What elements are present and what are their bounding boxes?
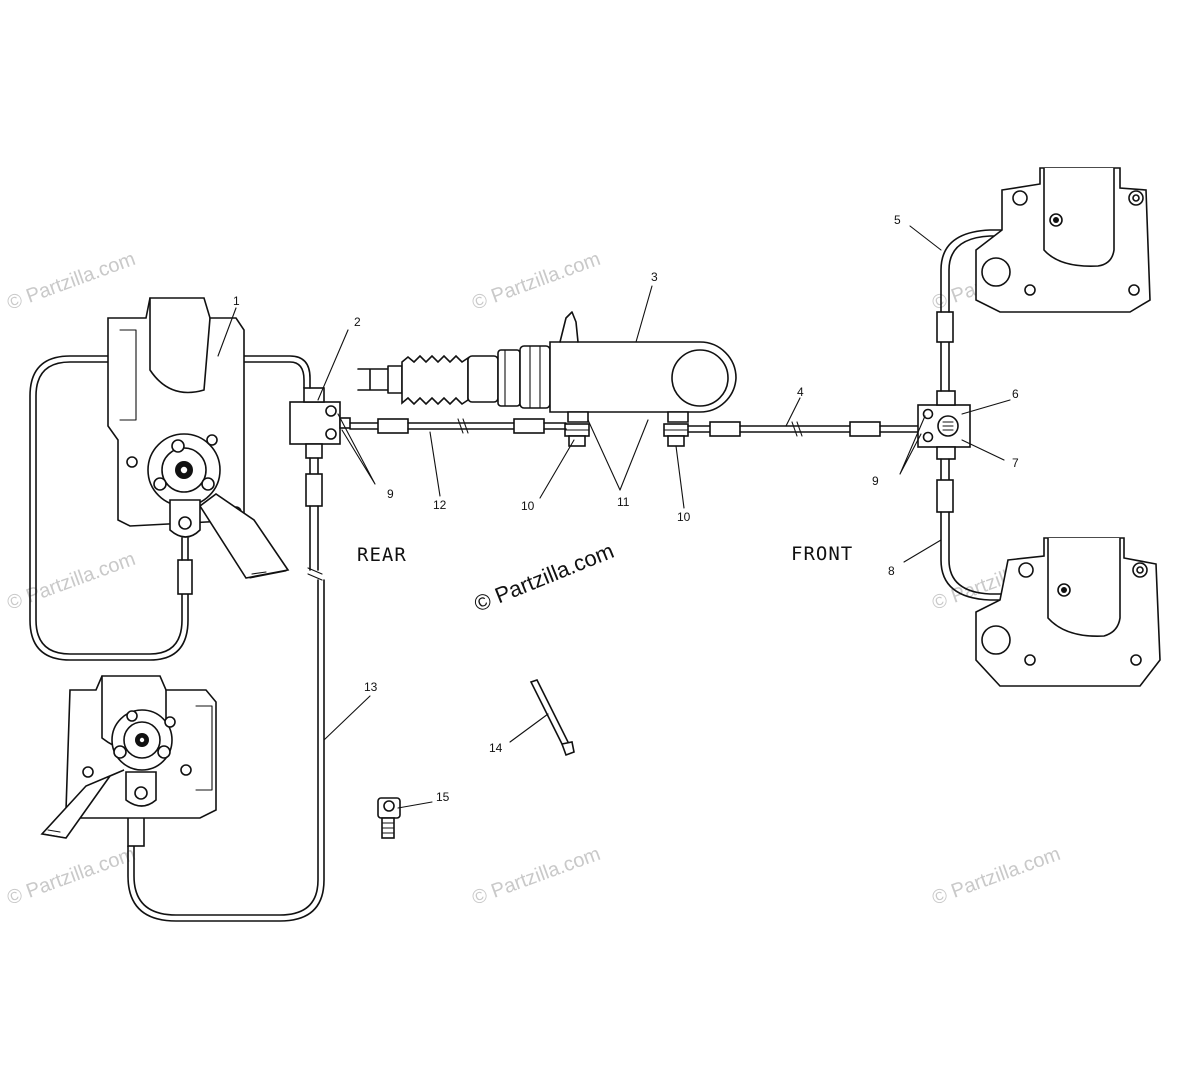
rear-tee-block xyxy=(289,387,351,459)
callout-12: 12 xyxy=(433,498,447,512)
cotter-pin-14 xyxy=(529,679,575,757)
rear-caliper-lower xyxy=(40,675,217,839)
callout-14: 14 xyxy=(489,741,503,755)
watermark-4: © Partzilla.com xyxy=(4,548,138,615)
bleeder-screw-15 xyxy=(377,797,401,839)
callout-9-front: 9 xyxy=(872,474,879,488)
callout-8: 8 xyxy=(888,564,895,578)
callout-4: 4 xyxy=(797,385,804,399)
callout-13: 13 xyxy=(364,680,378,694)
callout-10-left: 10 xyxy=(521,499,535,513)
callout-3: 3 xyxy=(651,270,658,284)
callout-10-right: 10 xyxy=(677,510,691,524)
watermark-center: © Partzilla.com xyxy=(471,538,618,617)
front-caliper-upper xyxy=(975,167,1151,313)
rear-label: REAR xyxy=(357,544,407,566)
watermark-6: © Partzilla.com xyxy=(4,843,138,910)
watermark-7: © Partzilla.com xyxy=(469,843,603,910)
leader-lines xyxy=(217,225,1011,809)
watermark-1: © Partzilla.com xyxy=(4,248,138,315)
brake-line-4 xyxy=(687,421,919,437)
brake-line-13 xyxy=(127,457,325,922)
rear-caliper-upper xyxy=(107,297,290,579)
callout-15: 15 xyxy=(436,790,450,804)
watermark-2: © Partzilla.com xyxy=(469,248,603,315)
watermark-8: © Partzilla.com xyxy=(929,843,1063,910)
callout-2: 2 xyxy=(354,315,361,329)
callout-1: 1 xyxy=(233,294,240,308)
callout-11: 11 xyxy=(617,495,630,509)
front-caliper-lower xyxy=(975,537,1161,687)
front-label: FRONT xyxy=(791,543,853,565)
callout-labels: 1 2 3 4 5 6 7 8 9 9 10 10 11 12 13 14 15 xyxy=(233,213,1019,804)
callout-5: 5 xyxy=(894,213,901,227)
front-tee-block xyxy=(917,390,971,460)
master-cylinder xyxy=(357,311,737,447)
callout-9-rear: 9 xyxy=(387,487,394,501)
callout-7: 7 xyxy=(1012,456,1019,470)
callout-6: 6 xyxy=(1012,387,1019,401)
brake-line-12 xyxy=(349,418,567,434)
